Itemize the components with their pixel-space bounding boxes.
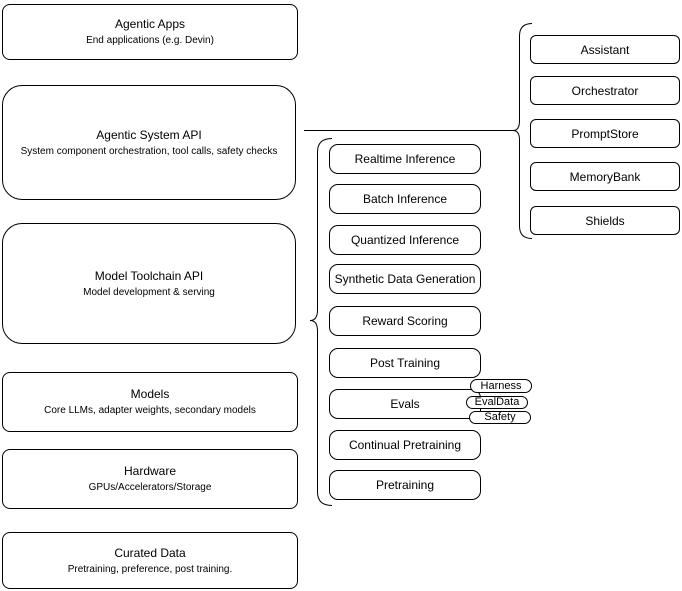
node-subtitle: System component orchestration, tool cal… [20, 145, 278, 157]
node-title: Hardware [123, 464, 177, 478]
component-orchestrator: Orchestrator [530, 76, 680, 105]
component-memorybank: MemoryBank [530, 162, 680, 191]
toolchain-brace [309, 138, 333, 506]
toolchain-item-realtime-inference: Realtime Inference [329, 144, 481, 174]
node-title: Agentic Apps [114, 17, 186, 31]
component-assistant: Assistant [530, 35, 680, 64]
node-curated-data: Curated Data Pretraining, preference, po… [2, 532, 298, 589]
eval-tag-safety: Safety [469, 411, 531, 424]
node-subtitle: Core LLMs, adapter weights, secondary mo… [44, 405, 256, 416]
node-agentic-system-api: Agentic System API System component orch… [2, 85, 296, 200]
toolchain-item-pretraining: Pretraining [329, 470, 481, 500]
toolchain-item-evals: Evals [329, 389, 481, 419]
component-shields: Shields [530, 206, 680, 235]
node-subtitle: Model development & serving [83, 286, 215, 298]
node-title: Agentic System API [96, 127, 202, 142]
toolchain-item-continual-pretraining: Continual Pretraining [329, 430, 481, 460]
toolchain-item-quantized-inference: Quantized Inference [329, 225, 481, 255]
toolchain-item-reward-scoring: Reward Scoring [329, 306, 481, 336]
node-subtitle: GPUs/Accelerators/Storage [88, 482, 212, 493]
node-hardware: Hardware GPUs/Accelerators/Storage [2, 449, 298, 509]
component-promptstore: PromptStore [530, 119, 680, 148]
eval-tag-evaldata: EvalData [466, 396, 528, 409]
node-agentic-apps: Agentic Apps End applications (e.g. Devi… [2, 4, 298, 60]
toolchain-item-post-training: Post Training [329, 348, 481, 378]
node-subtitle: Pretraining, preference, post training. [67, 563, 233, 575]
eval-tag-harness: Harness [470, 379, 532, 393]
system-components-brace [512, 23, 533, 239]
node-models: Models Core LLMs, adapter weights, secon… [2, 372, 298, 432]
toolchain-item-synthetic-data-generation: Synthetic Data Generation [329, 264, 481, 294]
node-title: Models [130, 387, 170, 401]
node-model-toolchain-api: Model Toolchain API Model development & … [2, 223, 296, 344]
toolchain-item-batch-inference: Batch Inference [329, 184, 481, 214]
node-title: Curated Data [114, 545, 186, 560]
node-title: Model Toolchain API [94, 268, 204, 283]
node-subtitle: End applications (e.g. Devin) [86, 35, 214, 46]
